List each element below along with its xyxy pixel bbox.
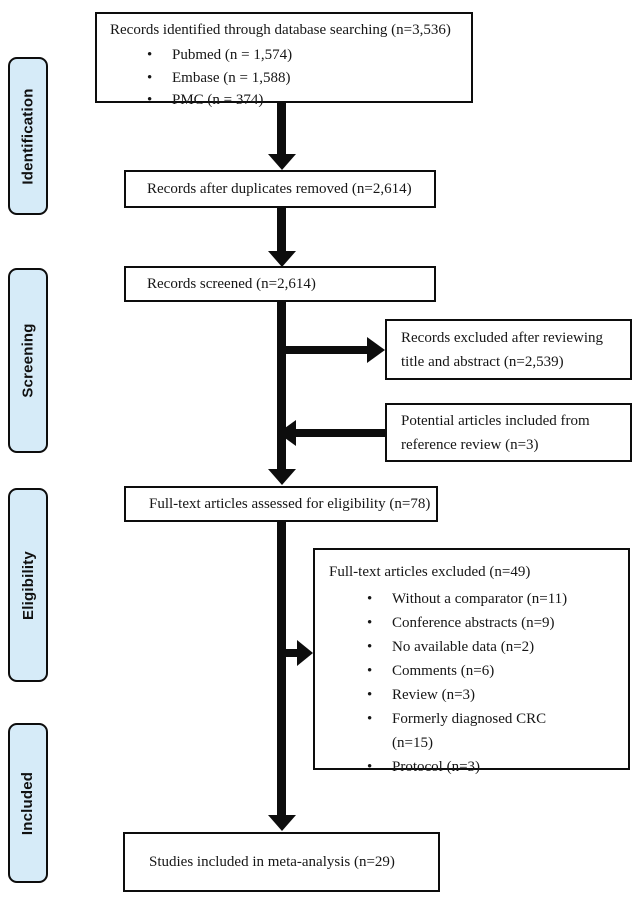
arrowhead-down-icon: [268, 815, 296, 831]
arrow-shaft: [277, 302, 286, 470]
arrowhead-left-icon: [278, 420, 296, 446]
records-identified-title: Records identified through database sear…: [110, 22, 451, 38]
box-duplicates-removed: Records after duplicates removed (n=2,61…: [124, 170, 436, 208]
arrow-shaft: [277, 208, 286, 252]
studies-included-label: Studies included in meta-analysis (n=29): [149, 853, 395, 870]
records-identified-list: Pubmed (n = 1,574) Embase (n = 1,588) PM…: [110, 44, 463, 112]
duplicates-removed-label: Records after duplicates removed (n=2,61…: [147, 180, 412, 197]
arrow-shaft: [282, 649, 298, 657]
box-records-identified: Records identified through database sear…: [95, 12, 473, 111]
list-item: No available data (n=2): [367, 635, 572, 659]
stage-identification: Identification: [8, 57, 48, 215]
arrow-shaft: [277, 103, 286, 155]
box-studies-included: Studies included in meta-analysis (n=29): [123, 832, 440, 892]
box-excluded-title-abstract: Records excluded after reviewing title a…: [385, 319, 632, 380]
list-item: Without a comparator (n=11): [367, 587, 572, 611]
arrow-shaft: [296, 429, 385, 437]
stage-included-label: Included: [19, 771, 37, 835]
stage-included: Included: [8, 723, 48, 883]
arrow-shaft: [282, 346, 367, 354]
records-screened-label: Records screened (n=2,614): [147, 275, 316, 292]
box-reference-review: Potential articles included from referen…: [385, 403, 632, 462]
fulltext-excluded-list: Without a comparator (n=11) Conference a…: [329, 587, 622, 779]
stage-eligibility: Eligibility: [8, 488, 48, 682]
stage-identification-label: Identification: [19, 87, 37, 185]
arrowhead-right-icon: [367, 337, 385, 363]
stage-screening: Screening: [8, 268, 48, 453]
list-item: Protocol (n=3): [367, 755, 572, 779]
list-item: Formerly diagnosed CRC (n=15): [367, 707, 572, 755]
fulltext-assessed-label: Full-text articles assessed for eligibil…: [149, 495, 431, 512]
excluded-title-abstract-label: Records excluded after reviewing title a…: [401, 329, 603, 370]
list-item: Review (n=3): [367, 683, 572, 707]
list-item: Pubmed (n = 1,574): [147, 44, 463, 67]
list-item: Embase (n = 1,588): [147, 67, 463, 90]
box-fulltext-excluded: Full-text articles excluded (n=49) Witho…: [313, 548, 630, 779]
arrowhead-down-icon: [268, 251, 296, 267]
fulltext-excluded-title: Full-text articles excluded (n=49): [329, 564, 531, 580]
reference-review-label: Potential articles included from referen…: [401, 412, 590, 453]
arrow-shaft: [277, 522, 286, 816]
list-item: PMC (n = 374): [147, 89, 463, 112]
stage-eligibility-label: Eligibility: [19, 550, 37, 620]
list-item: Comments (n=6): [367, 659, 572, 683]
arrowhead-down-icon: [268, 469, 296, 485]
stage-screening-label: Screening: [19, 323, 37, 398]
arrowhead-right-icon: [297, 640, 313, 666]
arrowhead-down-icon: [268, 154, 296, 170]
box-fulltext-assessed: Full-text articles assessed for eligibil…: [124, 486, 438, 522]
list-item: Conference abstracts (n=9): [367, 611, 572, 635]
box-records-screened: Records screened (n=2,614): [124, 266, 436, 302]
